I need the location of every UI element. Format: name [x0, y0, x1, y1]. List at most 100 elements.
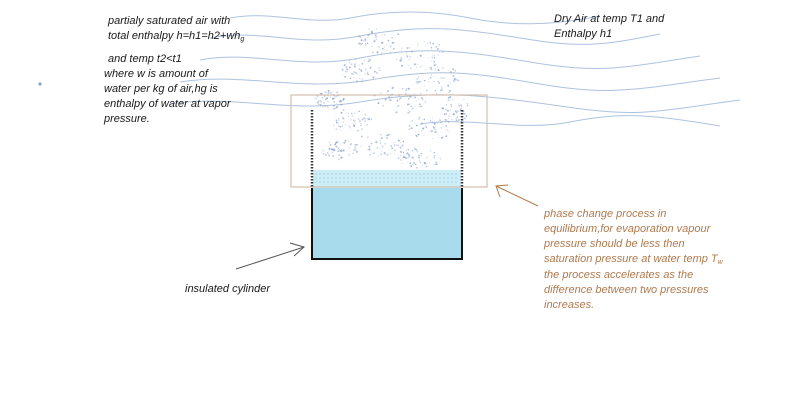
vapor-speck: [389, 45, 392, 48]
vapor-speck: [399, 59, 402, 62]
vapor-speck: [316, 101, 319, 104]
vapor-speck: [408, 98, 410, 100]
vapor-speck: [401, 144, 404, 147]
vapor-speck: [407, 103, 409, 106]
vapor-speck: [330, 92, 332, 95]
vapor-speck: [423, 118, 426, 121]
vapor-speck: [420, 155, 422, 157]
vapor-speck: [408, 59, 410, 61]
vapor-speck: [367, 60, 370, 62]
phase-subscript: w: [717, 259, 723, 266]
vapor-speck: [407, 101, 409, 103]
vapor-speck: [342, 108, 345, 112]
vapor-speck: [431, 117, 434, 119]
stray-dot: [38, 82, 42, 86]
vapor-speck: [430, 46, 432, 49]
vapor-speck: [362, 111, 364, 113]
vapor-speck: [378, 45, 381, 48]
vapor-speck: [327, 106, 329, 108]
vapor-speck: [406, 47, 408, 49]
vapor-speck: [411, 120, 413, 122]
vapor-speck: [388, 96, 390, 99]
vapor-speck: [417, 81, 420, 83]
vapor-speck: [349, 127, 351, 129]
vapor-speck: [424, 84, 426, 86]
vapor-speck: [415, 134, 417, 137]
vapor-speck: [414, 98, 416, 100]
vapor-speck: [347, 140, 349, 142]
vapor-speck: [381, 41, 384, 44]
vapor-speck: [329, 152, 332, 154]
vapor-speck: [370, 142, 373, 145]
vapor-speck: [364, 59, 366, 61]
vapor-speck: [425, 68, 427, 70]
vapor-speck: [367, 37, 369, 39]
dry-air-line-2: Enthalpy h1: [554, 28, 613, 40]
vapor-speck: [463, 117, 466, 120]
air-wave: [229, 11, 601, 25]
air-wave: [419, 115, 721, 127]
vapor-speck: [407, 87, 410, 90]
vapor-speck: [419, 116, 421, 119]
vapor-speck: [420, 92, 422, 94]
vapor-speck: [371, 31, 374, 34]
water-line-3: enthalpy of water at vapor: [104, 98, 231, 110]
vapor-speck: [327, 155, 329, 157]
vapor-speck: [337, 125, 340, 127]
vapor-speck: [396, 105, 397, 107]
vapor-speck: [322, 152, 325, 155]
vapor-speck: [333, 100, 336, 103]
vapor-speck: [322, 149, 324, 152]
vapor-speck: [406, 96, 408, 98]
vapor-speck: [397, 139, 400, 142]
vapor-speck: [406, 152, 408, 155]
vapor-speck: [335, 95, 338, 98]
vapor-speck: [400, 57, 403, 60]
vapor-speck: [349, 60, 351, 62]
vapor-speck: [439, 91, 441, 93]
vapor-speck: [360, 69, 362, 71]
vapor-speck: [349, 77, 352, 80]
vapor-speck: [411, 156, 414, 159]
vapor-speck: [350, 72, 353, 75]
vapor-speck: [360, 70, 363, 72]
vapor-speck: [458, 104, 460, 107]
vapor-speck: [328, 101, 330, 103]
vapor-speck: [372, 76, 375, 79]
vapor-speck: [377, 156, 379, 158]
vapor-speck: [350, 119, 352, 121]
vapor-speck: [433, 57, 436, 59]
vapor-speck: [331, 151, 333, 154]
vapor-speck: [355, 123, 357, 125]
vapor-speck: [419, 54, 422, 57]
vapor-speck: [348, 154, 350, 156]
vapor-speck: [386, 44, 388, 46]
vapor-speck: [453, 80, 455, 83]
vapor-speck: [359, 36, 362, 39]
vapor-speck: [422, 127, 425, 130]
cylinder-lower-wall: [311, 188, 463, 260]
vapor-speck: [420, 97, 423, 99]
phase-line-3: pressure should be less then: [544, 238, 685, 250]
vapor-speck: [391, 147, 394, 150]
vapor-speck: [334, 149, 336, 151]
vapor-speck: [324, 91, 327, 94]
vapor-speck: [447, 120, 449, 123]
vapor-speck: [387, 39, 390, 42]
vapor-speck: [412, 163, 414, 165]
vapor-speck: [423, 41, 425, 43]
vapor-speck: [407, 65, 409, 66]
vapor-speck: [364, 73, 366, 75]
vapor-speck: [438, 44, 440, 46]
vapor-speck: [425, 89, 428, 92]
vapor-speck: [350, 63, 353, 66]
vapor-speck: [440, 127, 442, 129]
vapor-speck: [376, 71, 379, 74]
vapor-speck: [390, 145, 393, 148]
vapor-speck: [386, 134, 388, 136]
vapor-speck: [323, 102, 325, 104]
vapor-speck: [398, 98, 400, 101]
vapor-speck: [415, 148, 418, 151]
vapor-speck: [375, 141, 378, 143]
vapor-speck: [367, 148, 369, 151]
